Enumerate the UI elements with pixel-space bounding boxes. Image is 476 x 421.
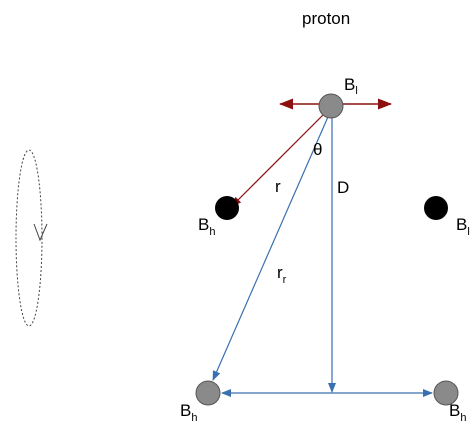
spin-loop-arrowhead-icon <box>33 223 48 242</box>
label-bh-bottom-right: Bh <box>449 401 466 421</box>
label-bh-left: Bh <box>198 215 215 238</box>
bottom-left-gray-ball <box>195 380 221 406</box>
label-bh-bottom-left: Bh <box>180 401 197 421</box>
arrow-rr <box>212 109 332 381</box>
left-black-ball <box>215 196 239 220</box>
label-r: r <box>275 177 281 196</box>
diagram-title: proton <box>302 9 350 28</box>
label-bl-right: Bl <box>456 215 470 238</box>
arrow-r <box>231 106 332 207</box>
top-gray-ball <box>318 93 344 119</box>
spin-loop <box>15 149 43 327</box>
right-black-ball <box>424 196 448 220</box>
label-rr: rr <box>277 263 287 286</box>
label-bl-top: Bl <box>344 75 358 97</box>
bottom-right-gray-ball <box>433 380 459 406</box>
label-theta: θ <box>313 140 322 159</box>
label-D: D <box>337 178 349 197</box>
